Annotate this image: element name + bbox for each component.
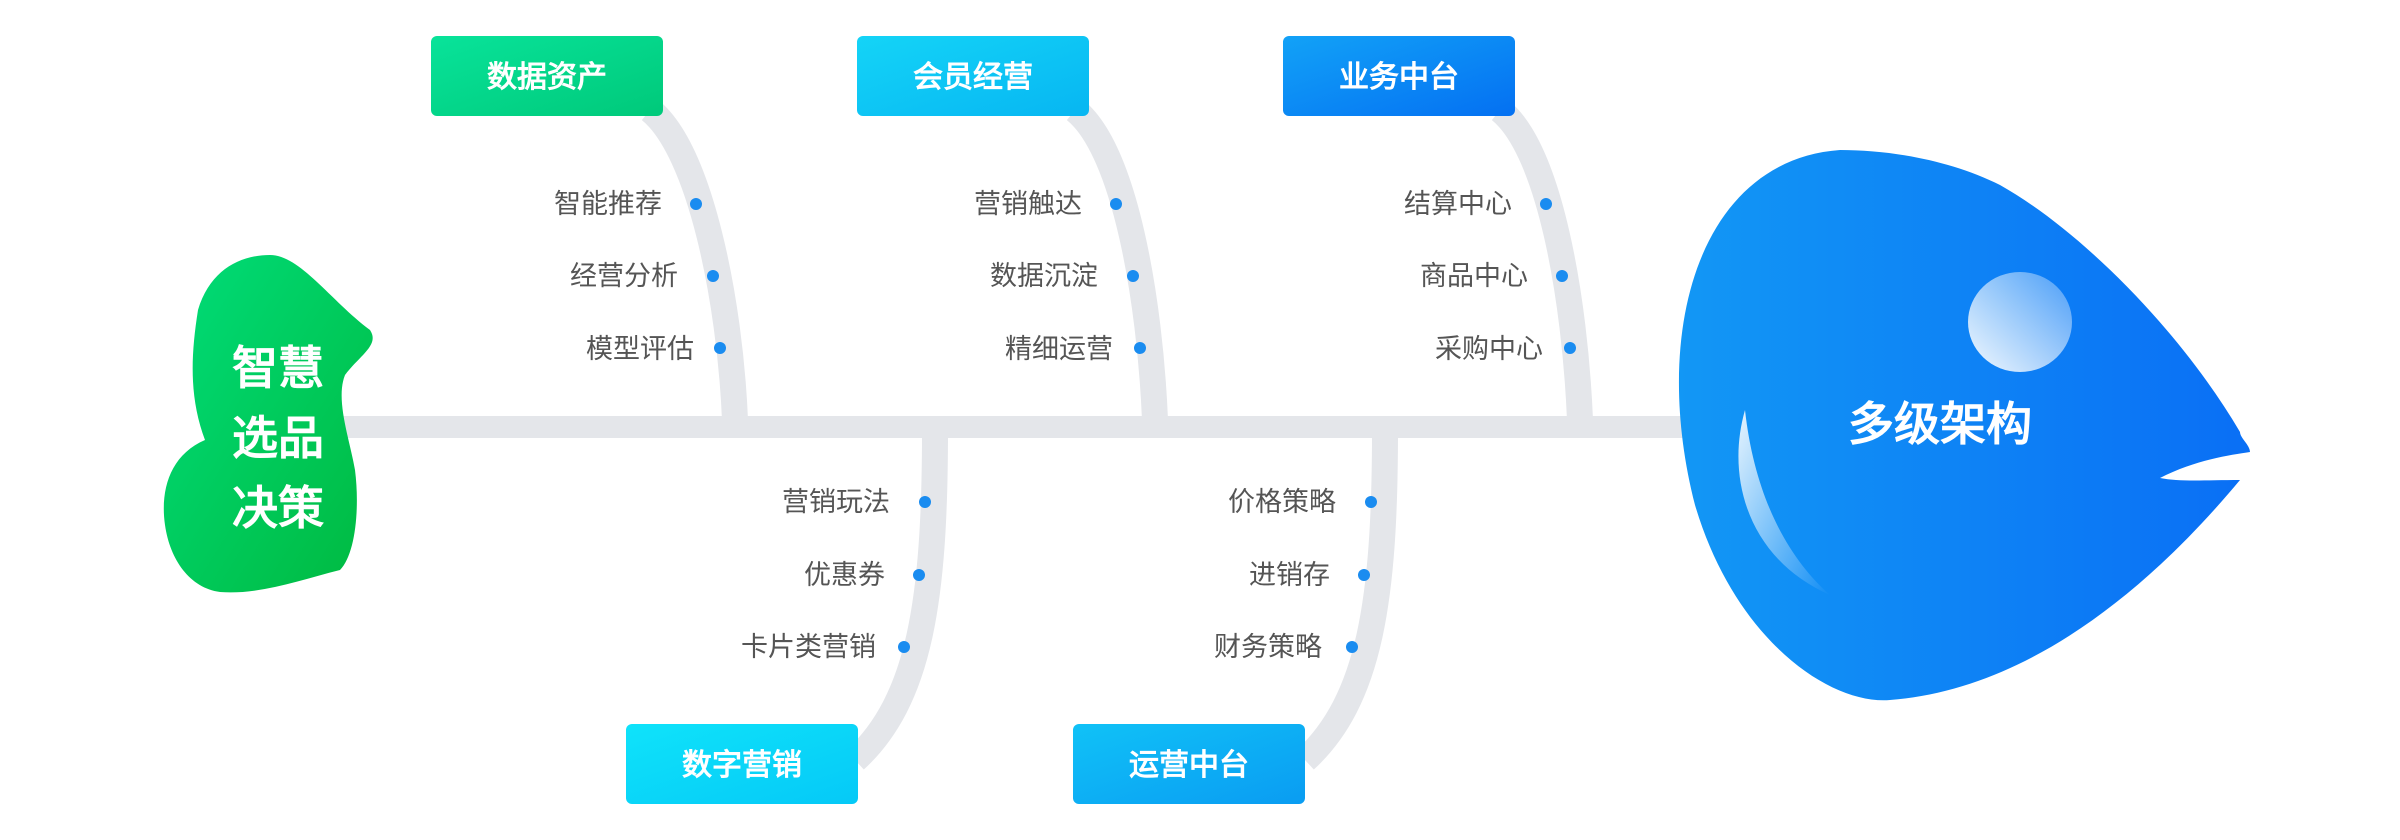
item-dot bbox=[707, 270, 719, 282]
item-dot bbox=[1564, 342, 1576, 354]
category-member-ops[interactable]: 会员经营 bbox=[857, 36, 1089, 116]
item-dot bbox=[1127, 270, 1139, 282]
item-business-center-2: 商品中心 bbox=[1420, 261, 1528, 292]
item-member-ops-3: 精细运营 bbox=[1005, 334, 1113, 365]
bone-digital-marketing bbox=[846, 429, 948, 770]
item-digital-marketing-1: 营销玩法 bbox=[782, 487, 890, 518]
item-operations-center-3: 财务策略 bbox=[1214, 632, 1322, 663]
item-dot bbox=[690, 198, 702, 210]
bone-operations-center bbox=[1296, 429, 1398, 770]
item-dot bbox=[1134, 342, 1146, 354]
bone-member-ops bbox=[1066, 99, 1168, 421]
items-data-assets: 智能推荐 经营分析 模型评估 bbox=[554, 189, 726, 365]
category-label-data-assets: 数据资产 bbox=[487, 60, 607, 95]
item-dot bbox=[1346, 641, 1358, 653]
category-box-operations-center bbox=[1073, 724, 1305, 804]
item-business-center-3: 采购中心 bbox=[1435, 334, 1543, 365]
item-operations-center-2: 进销存 bbox=[1249, 560, 1330, 591]
category-box-member-ops bbox=[857, 36, 1089, 116]
item-dot bbox=[1556, 270, 1568, 282]
item-business-center-1: 结算中心 bbox=[1404, 189, 1512, 220]
category-box-data-assets bbox=[431, 36, 663, 116]
item-dot bbox=[913, 569, 925, 581]
category-digital-marketing[interactable]: 数字营销 bbox=[626, 724, 858, 804]
item-member-ops-1: 营销触达 bbox=[974, 189, 1082, 220]
item-dot bbox=[714, 342, 726, 354]
category-data-assets[interactable]: 数据资产 bbox=[431, 36, 663, 116]
item-dot bbox=[1358, 569, 1370, 581]
item-data-assets-3: 模型评估 bbox=[586, 334, 694, 365]
fish-tail: 智慧 选品 决策 bbox=[163, 255, 373, 593]
bone-business-center bbox=[1491, 99, 1593, 421]
item-dot bbox=[1365, 496, 1377, 508]
item-data-assets-1: 智能推荐 bbox=[554, 189, 662, 220]
item-digital-marketing-2: 优惠券 bbox=[804, 560, 885, 591]
items-digital-marketing: 营销玩法 优惠券 卡片类营销 bbox=[741, 487, 931, 663]
item-dot bbox=[898, 641, 910, 653]
tail-line-3: 决策 bbox=[232, 481, 324, 535]
items-member-ops: 营销触达 数据沉淀 精细运营 bbox=[974, 189, 1146, 365]
item-digital-marketing-3: 卡片类营销 bbox=[741, 632, 876, 663]
tail-shape bbox=[163, 255, 373, 593]
category-operations-center[interactable]: 运营中台 bbox=[1073, 724, 1305, 804]
item-member-ops-2: 数据沉淀 bbox=[990, 261, 1098, 292]
category-business-center[interactable]: 业务中台 bbox=[1283, 36, 1515, 116]
head-shape bbox=[1678, 150, 2250, 701]
category-box-digital-marketing bbox=[626, 724, 858, 804]
category-label-business-center: 业务中台 bbox=[1339, 60, 1459, 95]
category-label-digital-marketing: 数字营销 bbox=[682, 748, 802, 783]
item-operations-center-1: 价格策略 bbox=[1228, 487, 1336, 518]
tail-line-2: 选品 bbox=[232, 411, 324, 465]
head-label: 多级架构 bbox=[1848, 397, 2032, 451]
fishbone-spine bbox=[330, 416, 1710, 438]
fish-head: 多级架构 bbox=[1678, 150, 2250, 701]
bone-data-assets bbox=[641, 99, 748, 421]
fish-eye bbox=[1968, 272, 2072, 372]
items-operations-center: 价格策略 进销存 财务策略 bbox=[1214, 487, 1377, 663]
gill-highlight bbox=[1738, 410, 1830, 595]
tail-line-1: 智慧 bbox=[232, 341, 324, 395]
category-label-operations-center: 运营中台 bbox=[1129, 748, 1249, 783]
item-dot bbox=[919, 496, 931, 508]
item-dot bbox=[1540, 198, 1552, 210]
item-dot bbox=[1110, 198, 1122, 210]
item-data-assets-2: 经营分析 bbox=[570, 261, 678, 292]
category-box-business-center bbox=[1283, 36, 1515, 116]
category-label-member-ops: 会员经营 bbox=[913, 60, 1033, 95]
items-business-center: 结算中心 商品中心 采购中心 bbox=[1404, 189, 1576, 365]
